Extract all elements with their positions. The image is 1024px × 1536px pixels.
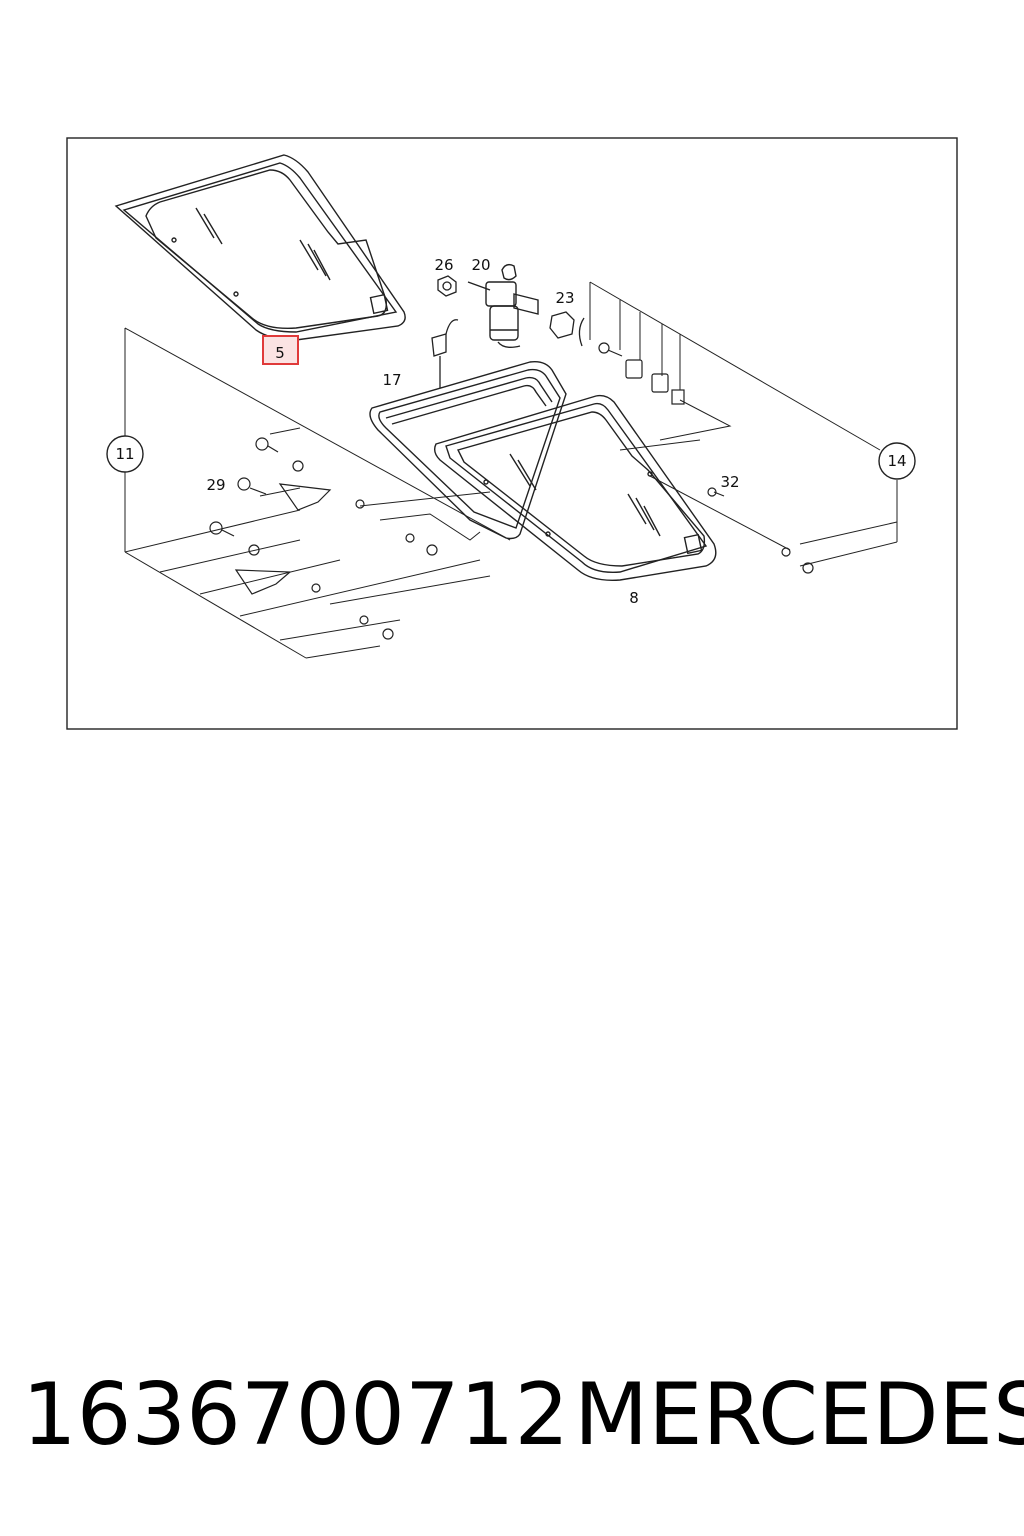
callout-8[interactable]: 8 bbox=[629, 589, 639, 607]
group-circle-11[interactable] bbox=[106, 435, 144, 473]
callout-11[interactable]: 11 bbox=[115, 445, 134, 463]
parts-exploded-diagram: 5 8 11 14 17 20 23 26 29 32 bbox=[66, 137, 958, 730]
caption-bar: 1636700712 MERCEDES bbox=[0, 1365, 1024, 1475]
nut-part-26[interactable] bbox=[437, 275, 457, 297]
part-number-text: 1636700712 bbox=[22, 1365, 570, 1465]
callout-14[interactable]: 14 bbox=[887, 452, 906, 470]
group-circle-14[interactable] bbox=[878, 442, 916, 480]
callout-23[interactable]: 23 bbox=[555, 289, 574, 307]
callout-20[interactable]: 20 bbox=[471, 256, 490, 274]
fasteners-left bbox=[209, 437, 438, 640]
leader-lines-group-14 bbox=[589, 281, 898, 567]
diagram-frame bbox=[66, 137, 958, 730]
window-glass-part-5[interactable] bbox=[114, 154, 406, 341]
brand-name-text: MERCEDES bbox=[574, 1365, 1024, 1465]
leader-lines-group-11 bbox=[124, 327, 511, 659]
callout-17[interactable]: 17 bbox=[382, 371, 401, 389]
callout-highlight-box-5 bbox=[262, 335, 299, 365]
callout-5[interactable]: 5 bbox=[275, 344, 285, 362]
window-glass-part-8[interactable] bbox=[433, 394, 717, 581]
fasteners-right bbox=[598, 342, 814, 574]
callout-26[interactable]: 26 bbox=[434, 256, 453, 274]
callout-32[interactable]: 32 bbox=[720, 473, 739, 491]
callout-29[interactable]: 29 bbox=[206, 476, 225, 494]
motor-part-20[interactable] bbox=[467, 263, 539, 349]
connector-part-23[interactable] bbox=[549, 311, 585, 347]
clip-bracket bbox=[431, 319, 459, 388]
window-seal-part-17[interactable] bbox=[369, 360, 567, 540]
